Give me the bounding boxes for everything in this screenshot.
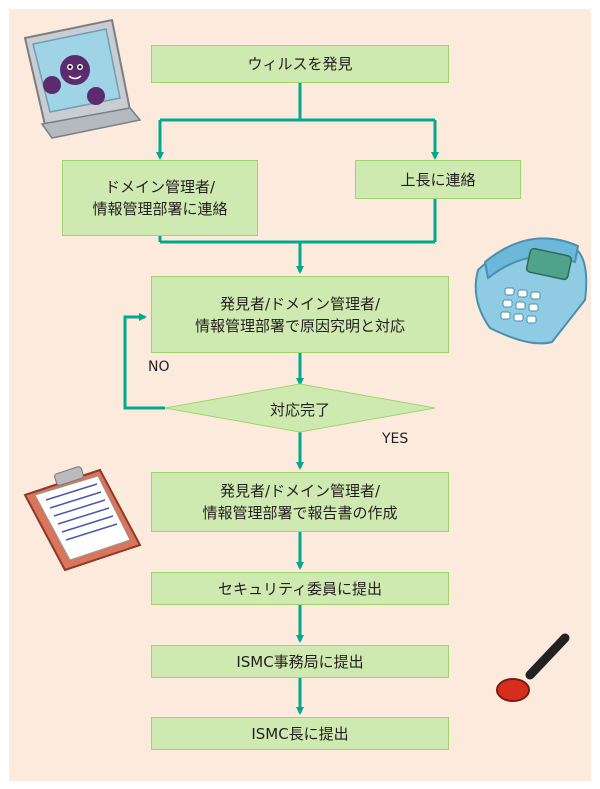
node-contact-admin: ドメイン管理者/ 情報管理部署に連絡: [62, 160, 258, 236]
node-submit-security: セキュリティ委員に提出: [151, 572, 449, 605]
label-yes: YES: [382, 431, 409, 447]
stamp-icon: [496, 633, 570, 702]
decision-label: 対応完了: [269, 401, 330, 419]
node-report: 発見者/ドメイン管理者/ 情報管理部署で報告書の作成: [151, 472, 449, 532]
node-contact-boss: 上長に連絡: [355, 160, 521, 199]
decision-diamond: [164, 383, 436, 433]
clipboard-icon: [23, 466, 142, 572]
node-discover-virus: ウィルスを発見: [151, 45, 449, 83]
node-investigate: 発見者/ドメイン管理者/ 情報管理部署で原因究明と対応: [151, 276, 449, 353]
label-no: NO: [148, 359, 170, 375]
node-submit-office: ISMC事務局に提出: [151, 645, 449, 678]
node-submit-chief: ISMC長に提出: [151, 717, 449, 750]
connector-no-loop: [123, 313, 165, 410]
virus-monitor-icon: [23, 18, 142, 139]
telephone-icon: [474, 237, 588, 345]
